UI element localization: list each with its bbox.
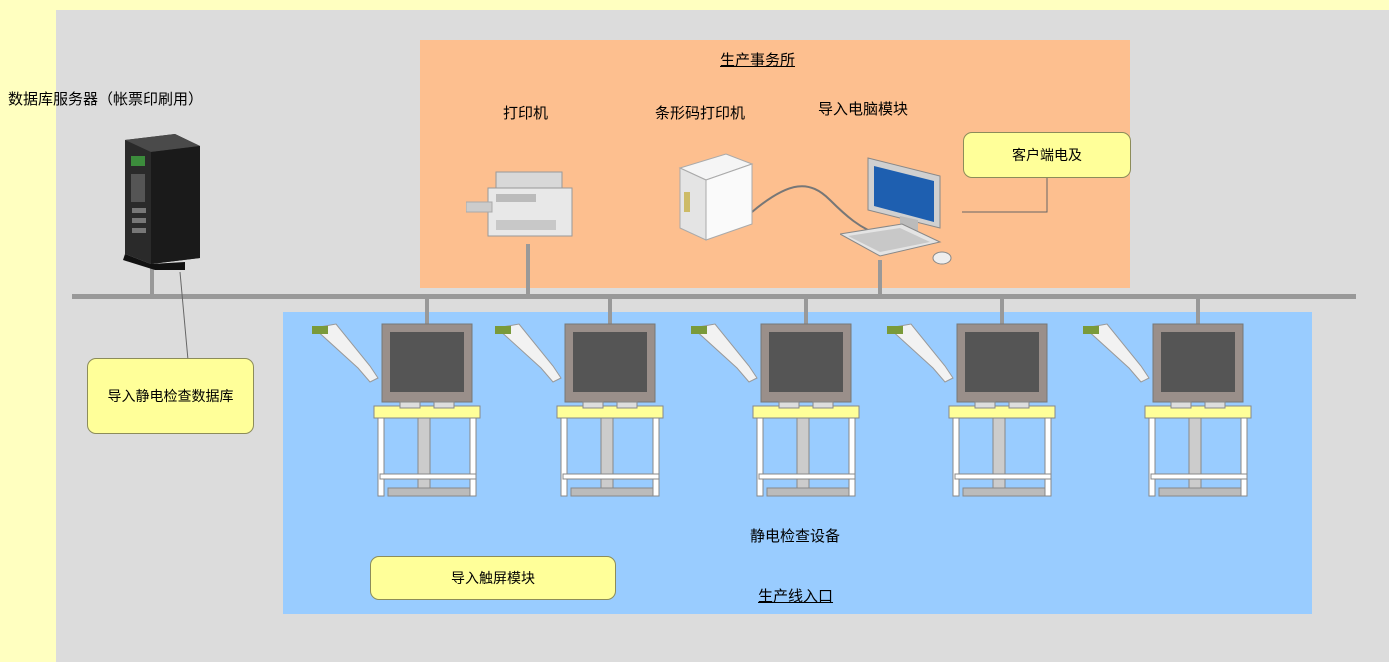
barcode-scanner-icon	[691, 323, 758, 383]
barcode-printer-icon	[678, 153, 754, 241]
monitor-icon	[1152, 323, 1244, 403]
db-callout-line	[179, 271, 189, 361]
monitor-icon	[381, 323, 473, 403]
monitor-icon	[956, 323, 1048, 403]
workbench-icon	[948, 401, 1056, 497]
line-equipment-label: 静电检查设备	[750, 527, 841, 545]
line-entrance-label: 生产线入口	[758, 587, 834, 605]
inspection-station	[312, 323, 481, 497]
workbench-icon	[373, 401, 481, 497]
client-note: 客户端电及	[963, 132, 1131, 178]
inspection-station	[1083, 323, 1252, 497]
inspection-station	[691, 323, 860, 497]
server-icon	[123, 134, 200, 270]
db-server-label: 数据库服务器（帐票印刷用）	[8, 90, 204, 108]
workbench-icon	[556, 401, 664, 497]
barcode-scanner-icon	[1083, 323, 1150, 383]
monitor-icon	[564, 323, 656, 403]
barcode-scanner-icon	[887, 323, 954, 383]
touch-module-note: 导入触屏模块	[370, 556, 616, 600]
network-bus	[72, 294, 1356, 299]
inspection-station	[495, 323, 664, 497]
inspection-station	[887, 323, 1056, 497]
station-drops	[425, 299, 1200, 326]
client-callout-line	[962, 178, 1048, 213]
office-title: 生产事务所	[720, 51, 796, 69]
workbench-icon	[752, 401, 860, 497]
workbench-icon	[1144, 401, 1252, 497]
import-pc-icon	[840, 157, 952, 265]
printer-icon	[466, 171, 573, 237]
import-db-note: 导入静电检查数据库	[87, 358, 254, 434]
barcode-printer-cable	[751, 185, 869, 231]
printer-label: 打印机	[503, 104, 549, 122]
barcode-printer-label: 条形码打印机	[655, 104, 746, 122]
monitor-icon	[760, 323, 852, 403]
import-pc-label: 导入电脑模块	[818, 100, 909, 118]
barcode-scanner-icon	[495, 323, 562, 383]
barcode-scanner-icon	[312, 323, 379, 383]
